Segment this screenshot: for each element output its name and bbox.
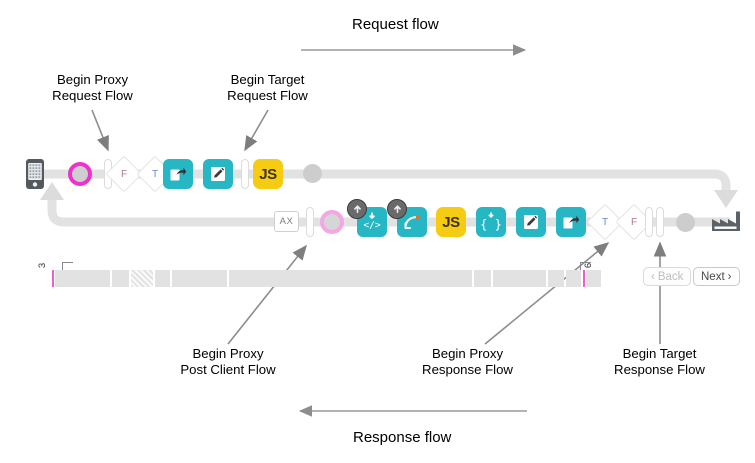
policy-route-rule-r[interactable] bbox=[556, 207, 586, 237]
leader-begin-target-request-flow bbox=[244, 109, 269, 152]
condition-label: T bbox=[601, 216, 609, 228]
callout-line-2: Request Flow bbox=[227, 88, 308, 103]
condition-label: F bbox=[630, 216, 638, 228]
request-flow-title: Request flow bbox=[352, 16, 439, 33]
callout-begin-target-response-flow: Begin Target Response Flow bbox=[592, 346, 727, 378]
condition-label: F bbox=[120, 168, 128, 180]
callout-line-1: Begin Target bbox=[622, 346, 697, 361]
policy-assign-message[interactable] bbox=[203, 159, 233, 189]
flow-curve-icon bbox=[401, 211, 423, 233]
callout-line-2: Post Client Flow bbox=[180, 362, 276, 377]
timeline-marker-end bbox=[583, 270, 585, 287]
target-response-dot[interactable] bbox=[676, 213, 695, 232]
policy-javascript[interactable]: JS bbox=[253, 159, 283, 189]
timeline-end-tick-label: 6 bbox=[583, 262, 595, 269]
leader-begin-proxy-response-flow bbox=[484, 242, 610, 345]
policy-javascript-r[interactable]: JS bbox=[436, 207, 466, 237]
policy-route-rule[interactable] bbox=[163, 159, 193, 189]
timeline-segment[interactable] bbox=[229, 270, 472, 287]
timeline-segment-hatched[interactable] bbox=[131, 270, 153, 287]
flow-separator-r2[interactable] bbox=[656, 207, 664, 237]
pencil-edit-icon bbox=[209, 165, 227, 183]
callout-begin-target-request-flow: Begin Target Request Flow bbox=[215, 72, 320, 104]
timeline-segment[interactable] bbox=[566, 270, 581, 287]
timeline-segment[interactable] bbox=[112, 270, 129, 287]
next-button-label: Next bbox=[701, 270, 725, 283]
timeline-start-bracket bbox=[62, 262, 73, 272]
code-tags-icon: </> bbox=[361, 211, 383, 233]
callout-line-2: Response Flow bbox=[614, 362, 705, 377]
share-arrow-icon bbox=[562, 213, 580, 231]
policy-json-threat[interactable]: { } bbox=[476, 207, 506, 237]
back-chevron-icon: ‹ bbox=[651, 270, 655, 283]
back-button[interactable]: ‹ Back bbox=[643, 267, 692, 286]
timeline-segment[interactable] bbox=[172, 270, 227, 287]
share-arrow-icon bbox=[169, 165, 187, 183]
response-flow-title: Response flow bbox=[353, 429, 452, 446]
flow-separator-r3[interactable] bbox=[306, 207, 314, 237]
timeline-segment[interactable] bbox=[55, 270, 110, 287]
target-endpoint-icon[interactable] bbox=[711, 209, 741, 238]
leader-begin-proxy-request-flow bbox=[91, 109, 109, 152]
leader-begin-proxy-post-client-flow bbox=[227, 244, 307, 345]
back-button-label: Back bbox=[657, 270, 684, 283]
proxy-post-client-flow-marker[interactable] bbox=[320, 210, 344, 234]
js-label: JS bbox=[442, 213, 460, 231]
request-track-arrowhead bbox=[714, 190, 738, 208]
next-button[interactable]: Next › bbox=[693, 267, 740, 286]
callout-line-1: Begin Proxy bbox=[56, 72, 129, 87]
timeline-marker-start bbox=[52, 270, 54, 287]
flow-separator-2[interactable] bbox=[241, 159, 249, 189]
flow-separator-r1[interactable] bbox=[645, 207, 653, 237]
callout-line-1: Begin Proxy bbox=[192, 346, 264, 361]
callout-begin-proxy-post-client-flow: Begin Proxy Post Client Flow bbox=[158, 346, 298, 378]
policy-attachment-badge-icon[interactable] bbox=[347, 199, 367, 219]
callout-begin-proxy-request-flow: Begin Proxy Request Flow bbox=[40, 72, 145, 104]
timeline-segment[interactable] bbox=[586, 270, 601, 287]
timeline-start-tick-label: 3 bbox=[37, 262, 49, 269]
analytics-label: AX bbox=[279, 216, 294, 227]
callout-line-2: Response Flow bbox=[422, 362, 513, 377]
next-chevron-icon: › bbox=[727, 270, 732, 283]
callout-line-1: Begin Target bbox=[230, 72, 305, 87]
timeline-segment[interactable] bbox=[474, 270, 491, 287]
client-phone-icon[interactable] bbox=[25, 158, 45, 195]
svg-text:</>: </> bbox=[363, 220, 381, 231]
callout-begin-proxy-response-flow: Begin Proxy Response Flow bbox=[400, 346, 535, 378]
timeline-end-bracket bbox=[580, 262, 591, 272]
callout-line-1: Begin Proxy bbox=[431, 346, 504, 361]
analytics-box[interactable]: AX bbox=[274, 211, 299, 232]
target-request-flow-end-dot[interactable] bbox=[303, 164, 322, 183]
policy-assign-message-r[interactable] bbox=[516, 207, 546, 237]
timeline-segment[interactable] bbox=[155, 270, 170, 287]
callout-line-2: Request Flow bbox=[52, 88, 133, 103]
js-label: JS bbox=[259, 165, 277, 183]
pencil-edit-icon bbox=[522, 213, 540, 231]
timeline-segment[interactable] bbox=[548, 270, 564, 287]
policy-attachment-badge-icon-2[interactable] bbox=[387, 199, 407, 219]
proxy-request-flow-start-marker[interactable] bbox=[68, 162, 92, 186]
svg-text:{ }: { } bbox=[480, 218, 502, 232]
braces-icon: { } bbox=[480, 211, 502, 233]
timeline-segment[interactable] bbox=[493, 270, 546, 287]
